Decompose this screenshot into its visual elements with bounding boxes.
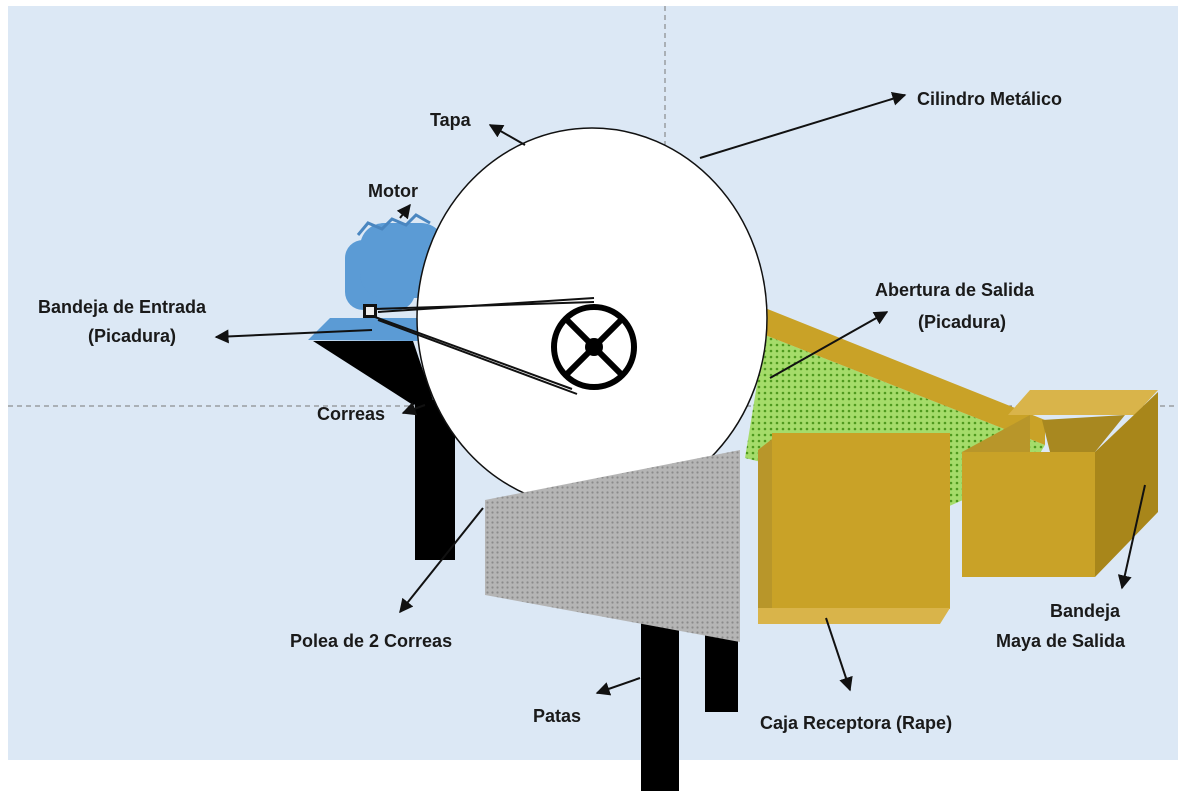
label-bandeja-maya: Bandeja (1050, 601, 1121, 621)
output-bin-inner (1042, 415, 1125, 452)
output-bin-left-wall (962, 415, 1030, 452)
output-bin-side (1095, 392, 1158, 577)
belts-icon (374, 297, 595, 395)
gray-hopper (485, 450, 740, 642)
label-polea: Polea de 2 Correas (290, 631, 452, 651)
metal-cylinder (416, 127, 768, 509)
label-abertura-sub: (Picadura) (918, 312, 1006, 332)
label-motor: Motor (368, 181, 418, 201)
receiver-box-front (772, 433, 950, 609)
input-tray-support (313, 341, 433, 405)
pointer-lines (214, 92, 1146, 696)
label-bandeja-maya-sub: Maya de Salida (996, 631, 1126, 651)
label-tapa: Tapa (430, 110, 472, 130)
label-bandeja-entrada-sub: (Picadura) (88, 326, 176, 346)
label-correas: Correas (317, 404, 385, 424)
label-cilindro: Cilindro Metálico (917, 89, 1062, 109)
label-patas: Patas (533, 706, 581, 726)
label-bandeja-entrada: Bandeja de Entrada (38, 297, 207, 317)
label-abertura: Abertura de Salida (875, 280, 1035, 300)
pulley-icon (551, 304, 637, 390)
label-caja: Caja Receptora (Rape) (760, 713, 952, 733)
leg-center (641, 600, 679, 791)
receiver-box-bottom (758, 608, 950, 624)
output-bin-top (1008, 390, 1158, 415)
output-bin-front (962, 452, 1095, 577)
